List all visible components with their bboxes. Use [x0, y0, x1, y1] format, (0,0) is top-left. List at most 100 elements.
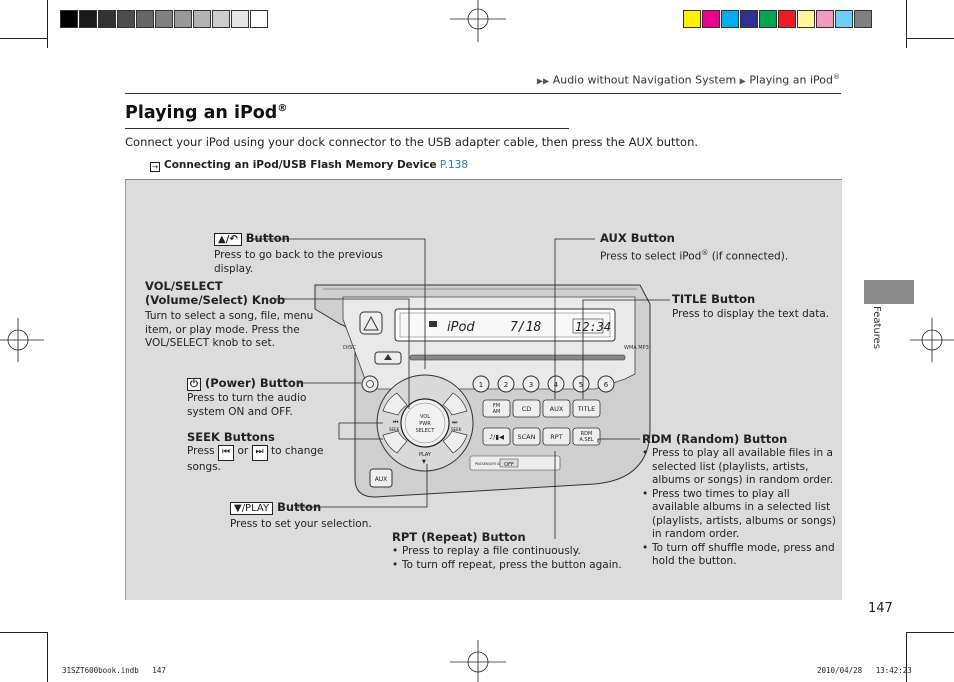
preset-label: 4: [554, 381, 559, 389]
play-button-label: Button: [277, 500, 322, 514]
rpt-button-label: RPT (Repeat) Button: [392, 530, 526, 544]
color-swatch: [797, 10, 815, 28]
gray-swatch: [212, 10, 230, 28]
display-time: 12:34: [575, 320, 611, 334]
xref-icon: →: [150, 162, 160, 172]
rdm-bullet: •Press two times to play all available a…: [642, 487, 836, 541]
callout-rdm-button: RDM (Random) Button •Press to play all a…: [642, 432, 840, 569]
color-swatch: [683, 10, 701, 28]
crop-mark: [47, 0, 48, 48]
seek-desc-or: or: [237, 445, 249, 457]
crop-mark: [906, 632, 907, 682]
power-button: [361, 375, 379, 393]
hazard-button: [359, 311, 383, 335]
header-rule: [125, 93, 841, 94]
seek-label: SEEK: [451, 427, 462, 432]
radio-button-label: ♪/▮◀: [489, 433, 504, 441]
radio-button-label: A.SEL: [579, 437, 593, 443]
vol-knob-desc: Turn to select a song, file, menu item, …: [145, 310, 314, 349]
callout-back-button: ▲/↶ Button Press to go back to the previ…: [214, 231, 394, 276]
seek-desc-a: Press: [187, 445, 215, 457]
preset-button[interactable]: [597, 375, 615, 393]
radio-button-label: RDM: [581, 431, 593, 437]
intro-text: Connect your iPod using your dock connec…: [125, 135, 699, 149]
preset-button[interactable]: [472, 375, 490, 393]
power-icon: ⏻: [187, 378, 201, 391]
aux-jack-label: AUX: [375, 476, 388, 483]
preset-button[interactable]: [522, 375, 540, 393]
gray-swatch: [60, 10, 78, 28]
disc-logo: DISC: [343, 345, 356, 351]
xref-page-link[interactable]: P.138: [439, 159, 468, 171]
power-button-label: (Power) Button: [204, 376, 304, 390]
aux-jack-cover: [369, 468, 393, 488]
xref-text: Connecting an iPod/USB Flash Memory Devi…: [164, 159, 437, 171]
airbag-text: PASSENGER AIRBAG: [475, 462, 511, 466]
crop-mark: [906, 0, 907, 48]
callout-power-button: ⏻ (Power) Button Press to turn the audio…: [187, 376, 317, 419]
svg-text:▼: ▼: [422, 459, 426, 465]
callout-rpt-button: RPT (Repeat) Button •Press to replay a f…: [392, 530, 632, 572]
footer-right: 2010/04/28 13:42:23: [817, 666, 912, 675]
display-source: iPod: [447, 320, 475, 335]
radio-button[interactable]: [572, 427, 601, 446]
page-title: Playing an iPod®: [125, 103, 287, 123]
color-swatch: [854, 10, 872, 28]
seek-buttons-label: SEEK Buttons: [187, 430, 275, 444]
play-icon: ▼/PLAY: [230, 502, 274, 515]
registration-mark-bottom: [450, 640, 506, 682]
preset-button[interactable]: [572, 375, 590, 393]
breadcrumb: ▶▶ Audio without Navigation System ▶ Pla…: [537, 73, 840, 87]
title-button-label: TITLE Button: [672, 292, 756, 306]
color-swatch: [759, 10, 777, 28]
display-track: 7/18: [510, 320, 541, 335]
preset-label: 1: [479, 381, 483, 389]
color-swatch: [721, 10, 739, 28]
gray-swatch: [79, 10, 97, 28]
registration-mark-left: [0, 318, 44, 362]
radio-button[interactable]: [512, 427, 541, 446]
gray-swatch: [117, 10, 135, 28]
preset-button[interactable]: [497, 375, 515, 393]
knob-label: SELECT: [416, 428, 436, 434]
seek-back-icon: ⏮: [217, 445, 235, 461]
crop-mark: [0, 38, 48, 39]
back-button-desc: Press to go back to the previous display…: [214, 249, 383, 275]
gray-swatch: [250, 10, 268, 28]
features-tab[interactable]: [864, 280, 914, 304]
radio-button[interactable]: [512, 399, 541, 418]
aux-desc-b: (if connected).: [708, 250, 789, 263]
registered-mark: ®: [277, 103, 288, 115]
radio-button-label: CD: [522, 405, 532, 413]
features-tab-label: Features: [871, 306, 882, 349]
radio-button[interactable]: [542, 399, 571, 418]
gray-swatch: [231, 10, 249, 28]
breadcrumb-section-link[interactable]: Audio without Navigation System: [552, 73, 737, 87]
xref: → Connecting an iPod/USB Flash Memory Dev…: [150, 159, 468, 172]
radio-button[interactable]: [482, 427, 511, 446]
crop-mark: [906, 38, 954, 39]
registration-mark-top: [450, 0, 506, 42]
gray-swatch: [193, 10, 211, 28]
rpt-bullet: •To turn off repeat, press the button ag…: [392, 558, 622, 571]
color-swatch: [740, 10, 758, 28]
radio-button[interactable]: [572, 399, 601, 418]
callout-title-button: TITLE Button Press to display the text d…: [672, 292, 837, 322]
back-button-label: Button: [245, 231, 290, 245]
radio-button[interactable]: [542, 427, 571, 446]
radio-button-label: AUX: [550, 405, 564, 413]
radio-button-label: FM: [493, 403, 500, 409]
knob-label: VOL: [420, 414, 430, 420]
color-swatch: [816, 10, 834, 28]
registered-mark: ®: [833, 73, 840, 81]
rdm-button-label: RDM (Random) Button: [642, 432, 788, 446]
radio-button[interactable]: [482, 399, 511, 418]
power-button-desc: Press to turn the audio system ON and OF…: [187, 392, 307, 418]
footer-left: 31SZT600book.indb 147: [62, 666, 166, 675]
preset-button[interactable]: [547, 375, 565, 393]
crop-mark: [906, 632, 954, 633]
